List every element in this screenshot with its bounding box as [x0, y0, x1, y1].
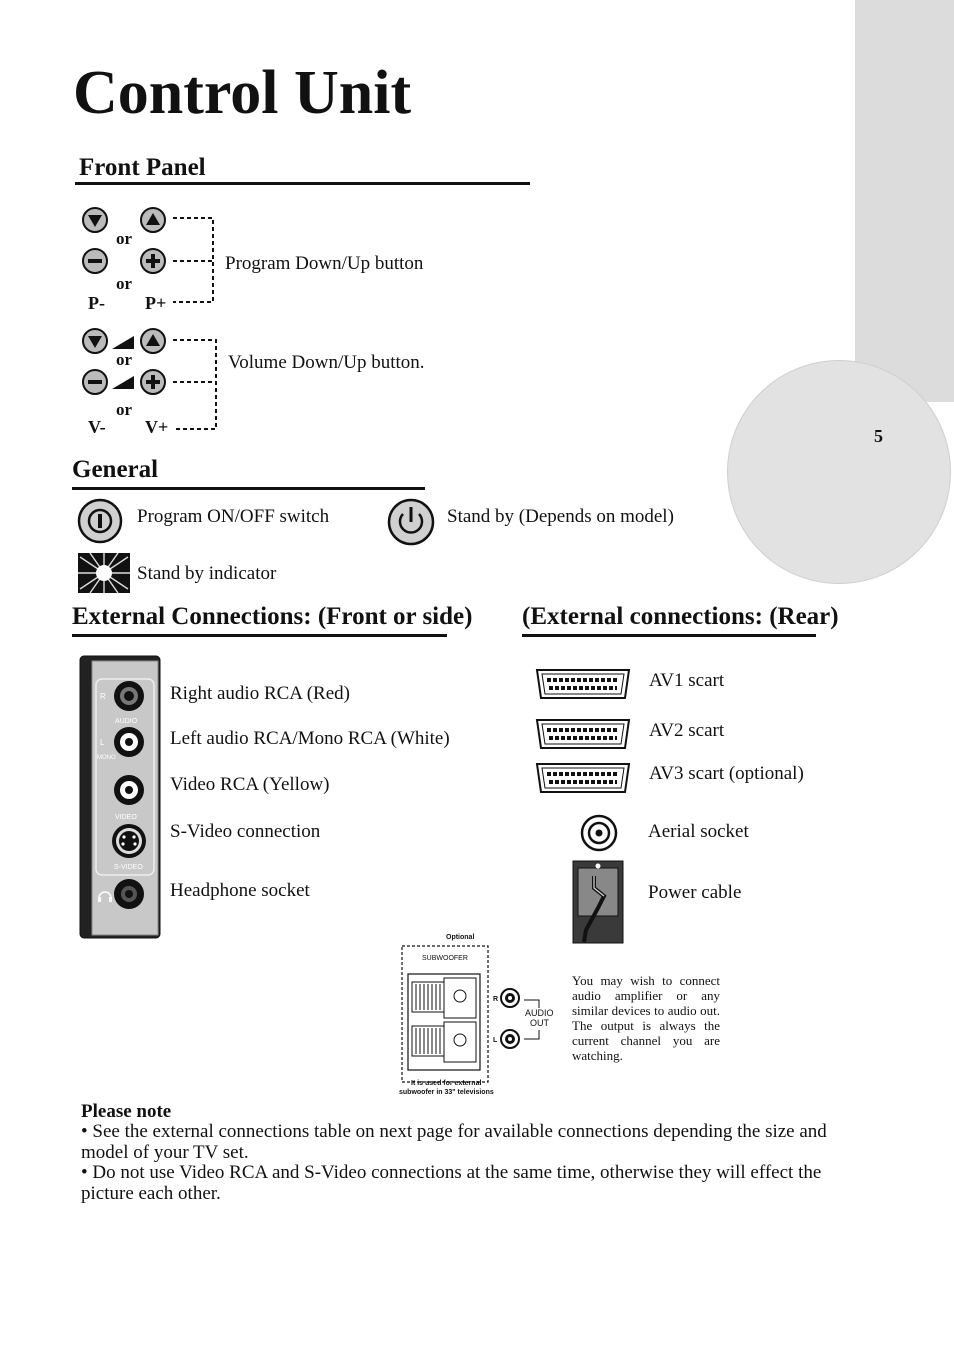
video-rca-label: Video RCA (Yellow) [170, 774, 330, 795]
left-audio-rca-jack [114, 727, 144, 757]
power-cable-label: Power cable [648, 882, 742, 903]
front-panel-buttons-diagram [82, 207, 217, 430]
panel-label-r: R [100, 692, 106, 701]
left-audio-label: Left audio RCA/Mono RCA (White) [170, 728, 450, 749]
subwoofer-caption-line2: subwoofer in 33" televisions [399, 1089, 494, 1096]
program-minus-icon [82, 248, 108, 274]
or-label: or [116, 229, 133, 248]
headphone-icon [98, 891, 112, 902]
av1-scart-label: AV1 scart [649, 670, 725, 691]
page-title: Control Unit [73, 59, 412, 127]
volume-button-label: Volume Down/Up button. [228, 352, 425, 373]
video-rca-jack [114, 775, 144, 805]
s-video-jack [112, 824, 146, 858]
audio-out-label: AUDIO [525, 1008, 554, 1018]
standby-power-icon [387, 498, 435, 546]
av2-scart-label: AV2 scart [649, 720, 725, 741]
external-rear-heading: (External connections: (Rear) [522, 603, 839, 630]
av3-scart-label: AV3 scart (optional) [649, 763, 804, 784]
please-note-item: • Do not use Video RCA and S-Video conne… [81, 1162, 822, 1204]
program-on-off-icon [77, 498, 123, 544]
volume-plus-icon [140, 369, 166, 395]
audio-out-description: You may wish to connect audio amplifier … [572, 973, 720, 1063]
or-label: or [116, 350, 133, 369]
volume-minus-icon [82, 369, 108, 395]
audio-out-l-label: L [493, 1037, 498, 1044]
av2-scart-icon [535, 719, 631, 749]
aerial-socket-icon [580, 814, 618, 852]
program-minus-label: P- [88, 293, 105, 313]
or-label: or [116, 400, 133, 419]
page-number: 5 [874, 426, 883, 446]
subwoofer-caption-line1: It is used for external [411, 1080, 481, 1087]
external-rear-rule [522, 634, 816, 637]
panel-label-video: VIDEO [115, 814, 137, 821]
program-on-off-label: Program ON/OFF switch [137, 506, 330, 527]
power-cable-icon [572, 860, 624, 944]
av3-scart-icon [535, 763, 631, 793]
external-front-rule [72, 634, 447, 637]
panel-label-mono: MONO [97, 755, 116, 761]
headphone-label: Headphone socket [170, 880, 310, 901]
av1-scart-icon [535, 669, 631, 699]
general-rule [72, 487, 425, 490]
front-panel-rule [75, 182, 530, 185]
program-plus-icon [140, 248, 166, 274]
panel-label-svideo: S-VIDEO [114, 864, 143, 871]
program-button-label: Program Down/Up button [225, 253, 424, 274]
aerial-socket-label: Aerial socket [648, 821, 749, 842]
standby-indicator-icon [78, 553, 130, 593]
front-connector-panel: R AUDIO L MONO VIDEO S-VIDEO [79, 655, 161, 939]
or-label: or [116, 274, 133, 293]
please-note-title: Please note [81, 1101, 172, 1122]
standby-label: Stand by (Depends on model) [447, 506, 674, 527]
program-plus-label: P+ [145, 293, 167, 313]
side-tab-band [855, 0, 954, 402]
please-note-item: • See the external connections table on … [81, 1121, 827, 1163]
subwoofer-title: SUBWOOFER [422, 955, 468, 962]
s-video-label: S-Video connection [170, 821, 321, 842]
volume-down-arrow-icon [82, 328, 108, 354]
right-audio-rca-jack [114, 681, 144, 711]
volume-up-arrow-icon [140, 328, 166, 354]
standby-indicator-label: Stand by indicator [137, 563, 277, 584]
headphone-jack [114, 879, 144, 909]
volume-minus-label: V- [88, 417, 106, 437]
program-down-arrow-icon [82, 207, 108, 233]
subwoofer-diagram: Optional SUBWOOFER R L AUDIO OUT It is u… [399, 934, 554, 1096]
volume-ramp-icon [112, 376, 134, 389]
right-audio-label: Right audio RCA (Red) [170, 683, 350, 704]
general-heading: General [72, 456, 159, 483]
volume-ramp-icon [112, 336, 134, 349]
panel-label-audio: AUDIO [115, 718, 138, 725]
front-panel-heading: Front Panel [79, 154, 206, 181]
audio-out-l-jack [500, 1029, 520, 1049]
external-front-heading: External Connections: (Front or side) [72, 603, 473, 630]
volume-plus-label: V+ [145, 417, 169, 437]
page-number-circle [727, 360, 951, 584]
subwoofer-optional-label: Optional [446, 934, 474, 941]
audio-out-r-jack [500, 988, 520, 1008]
audio-out-out-label: OUT [530, 1018, 550, 1028]
audio-out-r-label: R [493, 996, 498, 1003]
panel-label-l: L [100, 738, 105, 747]
program-up-arrow-icon [140, 207, 166, 233]
